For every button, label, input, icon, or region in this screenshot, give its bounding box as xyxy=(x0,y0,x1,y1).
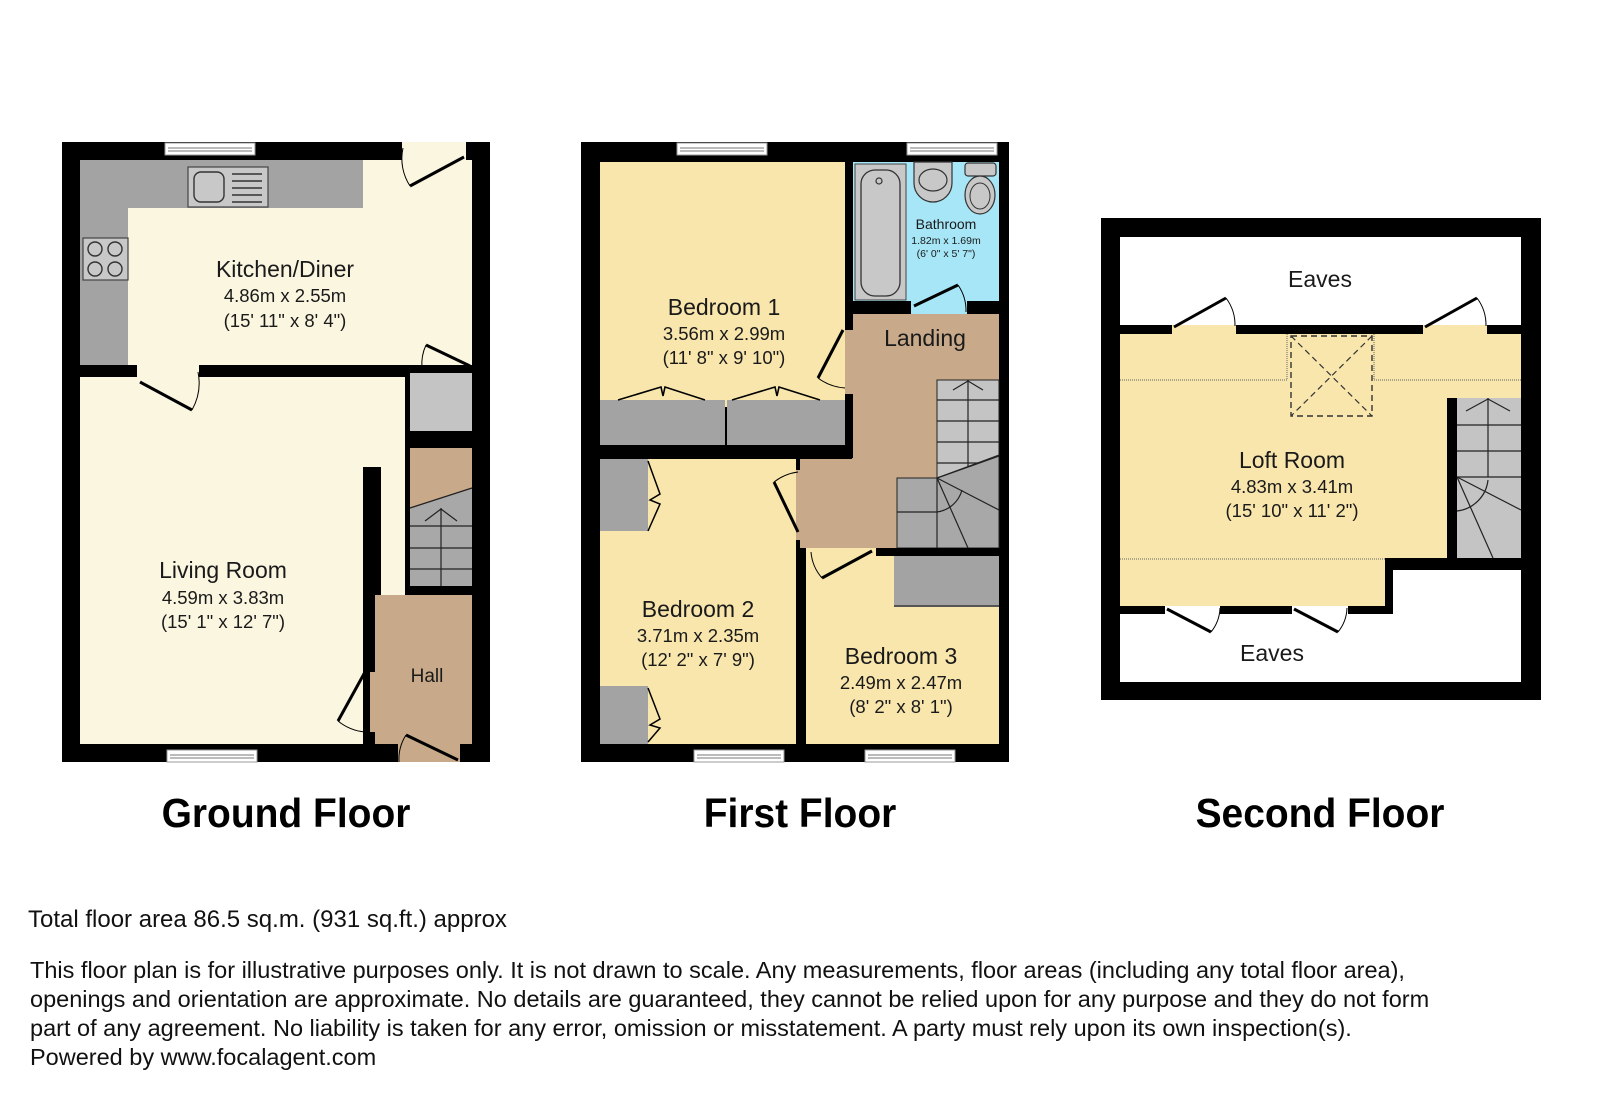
room-name: Bedroom 3 xyxy=(845,643,958,669)
room-imperial: (15' 1" x 12' 7") xyxy=(161,611,285,632)
room-imperial: (15' 11" x 8' 4") xyxy=(224,310,347,331)
bath-icon xyxy=(854,163,907,301)
disclaimer-line: part of any agreement. No liability is t… xyxy=(30,1015,1352,1041)
sink-icon xyxy=(187,166,269,208)
room-imperial: (15' 10" x 11' 2") xyxy=(1226,500,1359,521)
room-imperial: (8' 2" x 8' 1") xyxy=(849,696,952,717)
room-imperial: (6' 0" x 5' 7") xyxy=(917,248,976,260)
hob-icon xyxy=(82,237,129,281)
first-floor-title: First Floor xyxy=(703,790,897,836)
room-metric: 4.83m x 3.41m xyxy=(1231,476,1353,497)
room-metric: 3.71m x 2.35m xyxy=(637,625,759,646)
ground-floor-plan xyxy=(62,142,490,763)
skylight-icon xyxy=(1290,335,1373,417)
second-floor-title: Second Floor xyxy=(1195,790,1445,836)
hall-area xyxy=(375,595,472,744)
room-name: Eaves xyxy=(1288,266,1352,292)
first-floor-plan xyxy=(581,142,1009,763)
disclaimer-line: This floor plan is for illustrative purp… xyxy=(30,957,1405,983)
room-name: Bedroom 1 xyxy=(668,294,781,320)
room-name: Kitchen/Diner xyxy=(216,256,354,282)
room-imperial: (11' 8" x 9' 10") xyxy=(663,347,786,368)
room-name: Eaves xyxy=(1240,640,1304,666)
room-metric: 2.49m x 2.47m xyxy=(840,672,962,693)
room-name: Hall xyxy=(411,666,444,687)
room-name: Bedroom 2 xyxy=(642,596,755,622)
disclaimer: This floor plan is for illustrative purp… xyxy=(30,956,1590,1072)
room-metric: 3.56m x 2.99m xyxy=(663,323,785,344)
disclaimer-line: openings and orientation are approximate… xyxy=(30,986,1430,1012)
first-floor-stairs xyxy=(896,379,1000,549)
ground-floor-title: Ground Floor xyxy=(161,790,411,836)
ground-floor-stairs xyxy=(409,487,473,586)
total-floor-area: Total floor area 86.5 sq.m. (931 sq.ft.)… xyxy=(28,906,507,933)
room-name: Living Room xyxy=(159,557,287,583)
room-name: Landing xyxy=(884,325,966,351)
toilet-icon xyxy=(964,162,997,215)
room-name: Bathroom xyxy=(916,216,977,232)
room-metric: 4.59m x 3.83m xyxy=(162,587,284,608)
room-metric: 1.82m x 1.69m xyxy=(911,235,981,247)
room-name: Loft Room xyxy=(1239,447,1345,473)
second-floor-plan xyxy=(1101,218,1541,700)
basin-icon xyxy=(913,161,953,203)
eaves-bottom-area xyxy=(1120,614,1521,682)
room-metric: 4.86m x 2.55m xyxy=(224,285,346,306)
bedroom-1-area xyxy=(600,162,845,407)
second-floor-stairs xyxy=(1456,398,1522,559)
room-imperial: (12' 2" x 7' 9") xyxy=(641,649,755,670)
powered-by-link[interactable]: Powered by www.focalagent.com xyxy=(30,1044,377,1070)
